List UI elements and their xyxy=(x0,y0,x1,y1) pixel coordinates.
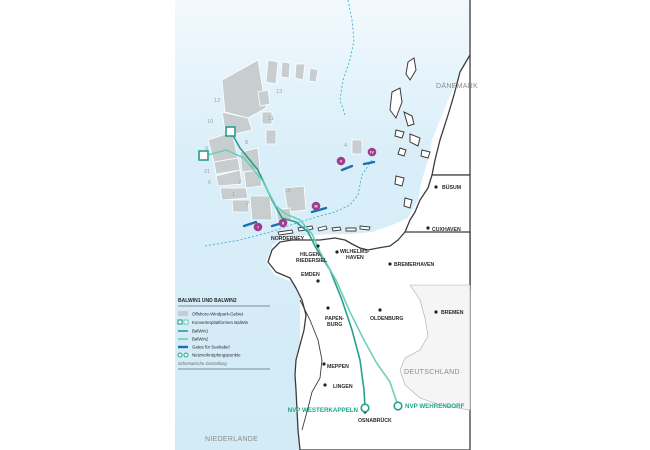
border-netherlands xyxy=(299,299,323,431)
gate-marker-3 xyxy=(311,201,321,211)
svg-text:HAVEN: HAVEN xyxy=(346,255,364,261)
svg-text:6: 6 xyxy=(208,180,211,186)
svg-text:BURG: BURG xyxy=(327,322,342,328)
label-bremerhaven: BREMERHAVEN xyxy=(394,262,435,268)
svg-text:8: 8 xyxy=(245,140,248,146)
legend-title: BALWIN1 UND BALWIN2 xyxy=(178,298,237,304)
gate-markers: I II III IV V xyxy=(253,147,377,232)
svg-text:Offshore-Windpark-Gebiet: Offshore-Windpark-Gebiet xyxy=(192,312,244,317)
gate-marker-5 xyxy=(336,156,346,166)
label-oldenburg: OLDENBURG xyxy=(370,316,403,322)
label-papenburg: PAPEN- xyxy=(325,316,344,322)
svg-text:4: 4 xyxy=(344,143,347,149)
balwin1-route xyxy=(230,131,366,409)
label-daenemark: DÄNEMARK xyxy=(436,82,478,90)
svg-text:BalWin1: BalWin1 xyxy=(192,329,209,334)
wind-area-4 xyxy=(351,139,363,155)
label-emden: EMDEN xyxy=(301,272,320,278)
wind-area-12 xyxy=(221,59,267,119)
svg-text:21: 21 xyxy=(204,169,210,175)
gate-marker-2 xyxy=(278,218,288,228)
label-bremen: BREMEN xyxy=(441,310,464,316)
wind-area-2 xyxy=(249,195,273,221)
wind-area-7 xyxy=(219,187,249,201)
svg-text:13: 13 xyxy=(276,89,282,95)
legend-swatch-wind-area xyxy=(178,311,188,316)
wind-area-6 xyxy=(215,169,243,187)
label-cuxhaven: CUXHAVEN xyxy=(432,227,461,233)
legend-note: Schematische Darstellung xyxy=(178,361,227,366)
converter-platform-2 xyxy=(198,150,209,161)
gate-marker-4 xyxy=(367,147,377,157)
label-osnabrueck: OSNABRÜCK xyxy=(358,417,392,424)
svg-text:2: 2 xyxy=(246,201,249,207)
label-hilgenriedersiel: HILGEN- xyxy=(300,252,322,258)
balwin2-route xyxy=(203,149,399,407)
label-niederlande: NIEDERLANDE xyxy=(205,436,258,443)
svg-text:3: 3 xyxy=(287,188,290,194)
svg-text:11: 11 xyxy=(268,116,274,122)
label-nvp-wehrendorf: NVP WEHRENDORF xyxy=(405,403,465,410)
east-frisian-islands xyxy=(277,225,371,236)
svg-text:10: 10 xyxy=(207,119,213,125)
svg-text:Konverterplattformen BalWin: Konverterplattformen BalWin xyxy=(192,320,249,325)
wind-area-3 xyxy=(283,185,307,213)
svg-text:BalWin2: BalWin2 xyxy=(192,337,209,342)
svg-text:1: 1 xyxy=(232,192,235,198)
svg-text:9: 9 xyxy=(205,146,208,152)
label-lingen: LINGEN xyxy=(333,384,353,390)
cable-gates xyxy=(242,160,376,228)
svg-text:I: I xyxy=(257,225,258,230)
label-wilhelmshaven: WILHELMS- xyxy=(340,249,370,255)
north-frisian-islands xyxy=(389,57,431,209)
wind-areas xyxy=(207,59,363,223)
nvp-westerkappeln-marker xyxy=(360,403,370,413)
wind-area-11 xyxy=(261,111,273,125)
legend-swatch-nvp xyxy=(177,352,183,358)
svg-text:III: III xyxy=(314,204,317,209)
svg-text:5: 5 xyxy=(251,164,254,170)
inner-border xyxy=(399,284,471,411)
legend: BALWIN1 UND BALWIN2 Offshore-Windpark-Ge… xyxy=(177,298,270,370)
svg-text:Gates für Seekabel: Gates für Seekabel xyxy=(192,345,230,350)
svg-text:RIEDERSIEL: RIEDERSIEL xyxy=(296,258,328,264)
label-deutschland: DEUTSCHLAND xyxy=(404,369,460,376)
label-meppen: MEPPEN xyxy=(327,364,349,370)
svg-text:IV: IV xyxy=(370,150,374,155)
legend-swatch-converter xyxy=(177,319,183,325)
converter-platform-1 xyxy=(225,126,236,137)
label-buesum: BÜSUM xyxy=(442,184,461,191)
svg-text:Netzverknüpfungspunkte: Netzverknüpfungspunkte xyxy=(192,353,241,358)
wind-area-13 xyxy=(265,59,279,85)
area-numbers: 12 10 9 21 6 8 5 7 4 3 13 11 2 1 xyxy=(204,89,347,207)
label-norderney: NORDERNEY xyxy=(271,236,305,242)
svg-text:7: 7 xyxy=(238,180,241,186)
gate-marker-1 xyxy=(253,222,263,232)
maritime-boundary-north xyxy=(339,0,355,116)
svg-text:12: 12 xyxy=(214,98,220,104)
svg-text:II: II xyxy=(282,221,284,226)
nvp-wehrendorf-marker xyxy=(393,401,403,411)
label-nvp-westerkappeln: NVP WESTERKAPPELN xyxy=(288,407,359,414)
svg-text:V: V xyxy=(340,159,343,164)
